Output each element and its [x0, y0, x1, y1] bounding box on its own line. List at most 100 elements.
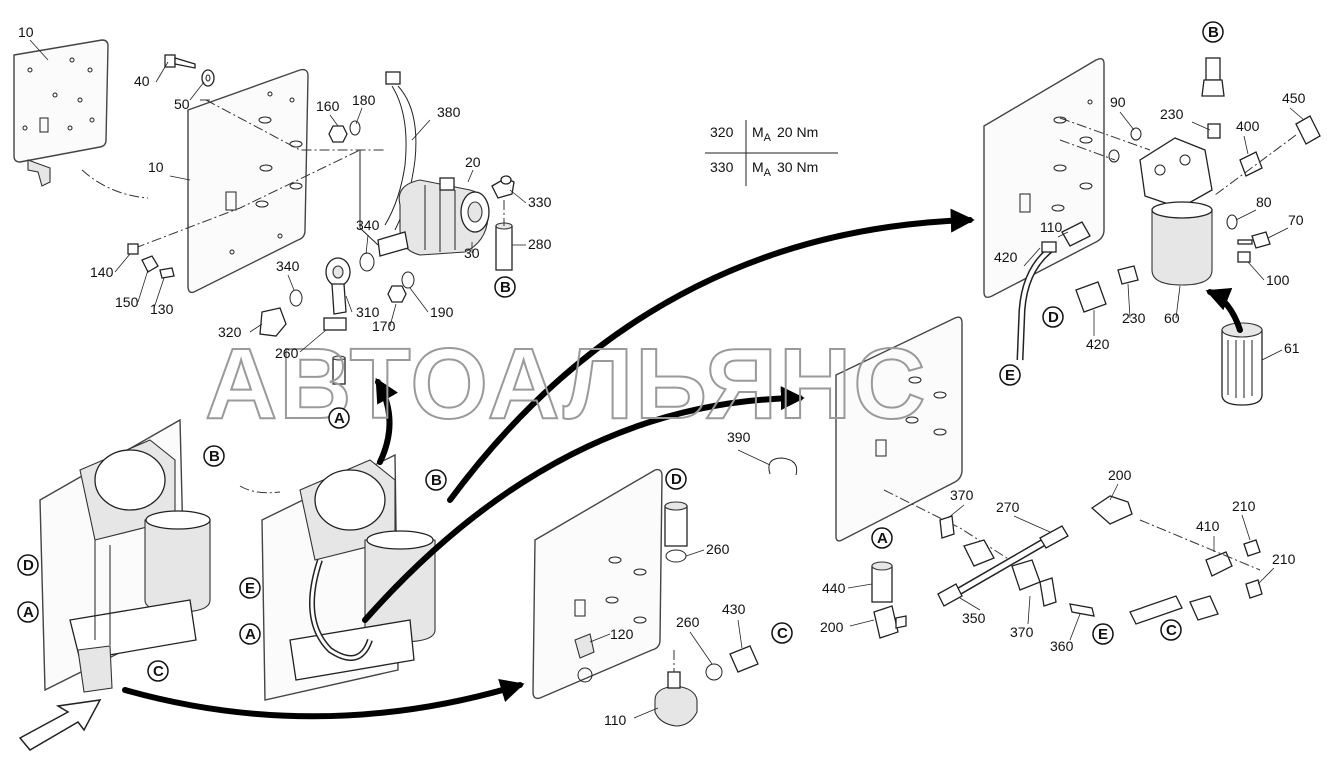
- label-440: 440: [822, 580, 846, 596]
- oring-340a: [359, 252, 375, 272]
- svg-text:C: C: [153, 663, 164, 680]
- fuel-pump-20: [359, 150, 490, 257]
- hose-420: [1016, 241, 1057, 361]
- label-10-small: 10: [18, 24, 34, 40]
- elbow-330: [491, 175, 515, 199]
- svg-text:B: B: [209, 448, 220, 465]
- clamp-260-lower: [705, 663, 723, 681]
- label-260-a: 260: [275, 345, 299, 361]
- elbow-200-lower: [873, 605, 907, 639]
- svg-text:B: B: [431, 472, 442, 489]
- main-mounting-plate: [134, 68, 385, 294]
- sleeve-440: [871, 561, 893, 603]
- lower-mounting-plate: [532, 468, 663, 700]
- label-400: 400: [1236, 118, 1260, 134]
- sleeve-430: [729, 645, 759, 673]
- fitting-110-top: [1061, 221, 1091, 247]
- sleeve-C-lower: [1189, 595, 1219, 621]
- callout-C-middle: C: [771, 622, 793, 644]
- fitting-230: [1117, 265, 1139, 285]
- bracket-140-150: [127, 243, 175, 279]
- label-150: 150: [115, 294, 139, 310]
- svg-text:E: E: [1005, 367, 1015, 384]
- label-260-b: 260: [706, 541, 730, 557]
- label-10: 10: [148, 159, 164, 175]
- label-230-b: 230: [1122, 310, 1146, 326]
- tee-410: [1139, 519, 1261, 577]
- banjo-280: [495, 200, 513, 271]
- label-280: 280: [528, 236, 552, 252]
- callout-D-right: D: [1042, 306, 1064, 328]
- assembly-view-left: [39, 418, 211, 693]
- elbow-200-top: [1090, 495, 1133, 525]
- flow-arrows: [122, 208, 1243, 720]
- callout-B-left: B: [203, 445, 225, 467]
- label-450: 450: [1282, 90, 1306, 106]
- clamps-370: [939, 515, 1057, 607]
- filter-element-61: [1221, 322, 1263, 406]
- washer-190: [401, 271, 415, 289]
- label-20: 20: [465, 154, 481, 170]
- label-200-a: 200: [1108, 467, 1132, 483]
- bolt-360: [1069, 603, 1095, 617]
- callout-B-top-left: B: [494, 276, 516, 298]
- label-350: 350: [962, 610, 986, 626]
- label-340-b: 340: [276, 258, 300, 274]
- washer-50: [201, 69, 215, 87]
- torque-row1-value: 20 Nm: [777, 124, 818, 140]
- clip-390: [768, 457, 798, 476]
- plugs-210: [1243, 539, 1263, 599]
- nut-160: [328, 125, 348, 143]
- label-60: 60: [1164, 310, 1180, 326]
- label-260-c: 260: [676, 614, 700, 630]
- sensor-400: [1239, 151, 1263, 177]
- label-420-b: 420: [1086, 336, 1110, 352]
- callout-A-left: A: [17, 601, 39, 623]
- label-330: 330: [528, 194, 552, 210]
- nut-170: [387, 285, 407, 303]
- label-120: 120: [610, 626, 634, 642]
- label-310: 310: [356, 304, 380, 320]
- bolt-40: [164, 54, 196, 69]
- filter-head-and-bowl-60: [1139, 137, 1213, 286]
- svg-text:A: A: [334, 410, 345, 427]
- leader-lines: [29, 39, 1305, 719]
- right-lower-plate: [835, 316, 1011, 561]
- label-160: 160: [316, 98, 340, 114]
- label-200-b: 200: [820, 619, 844, 635]
- callout-D-middle: D: [665, 468, 687, 490]
- label-320: 320: [218, 324, 242, 340]
- label-110-b: 110: [604, 712, 627, 728]
- callout-B-right-top: B: [1202, 21, 1224, 43]
- connector-A-top: [332, 355, 346, 385]
- label-80: 80: [1256, 194, 1272, 210]
- label-210-a: 210: [1232, 498, 1256, 514]
- bolt-70: [1237, 231, 1271, 249]
- callout-C-left: C: [147, 660, 169, 682]
- svg-text:E: E: [245, 580, 255, 597]
- label-430: 430: [722, 601, 746, 617]
- svg-text:D: D: [23, 557, 34, 574]
- label-420-a: 420: [994, 249, 1018, 265]
- nut-320: [259, 307, 287, 337]
- callout-A-top: A: [328, 407, 350, 429]
- torque-row2-value: 30 Nm: [777, 159, 818, 175]
- washer-80: [1226, 214, 1238, 230]
- torque-row2-part: 330: [710, 159, 734, 175]
- torque-row2-symbol: MA: [752, 159, 772, 179]
- svg-text:D: D: [1048, 309, 1059, 326]
- label-340-a: 340: [356, 217, 380, 233]
- assembly-view-middle: [239, 453, 436, 701]
- adapter-230-top: [1201, 57, 1225, 139]
- label-360: 360: [1050, 638, 1074, 654]
- label-370-a: 370: [950, 487, 974, 503]
- svg-text:B: B: [500, 279, 511, 296]
- svg-text:A: A: [245, 626, 256, 643]
- label-130: 130: [150, 301, 174, 317]
- clamp-260-top: [323, 317, 347, 331]
- callout-D-left: D: [17, 554, 39, 576]
- label-70: 70: [1288, 212, 1304, 228]
- washer-90: [1108, 127, 1142, 163]
- label-190: 190: [430, 304, 454, 320]
- svg-text:B: B: [1208, 24, 1219, 41]
